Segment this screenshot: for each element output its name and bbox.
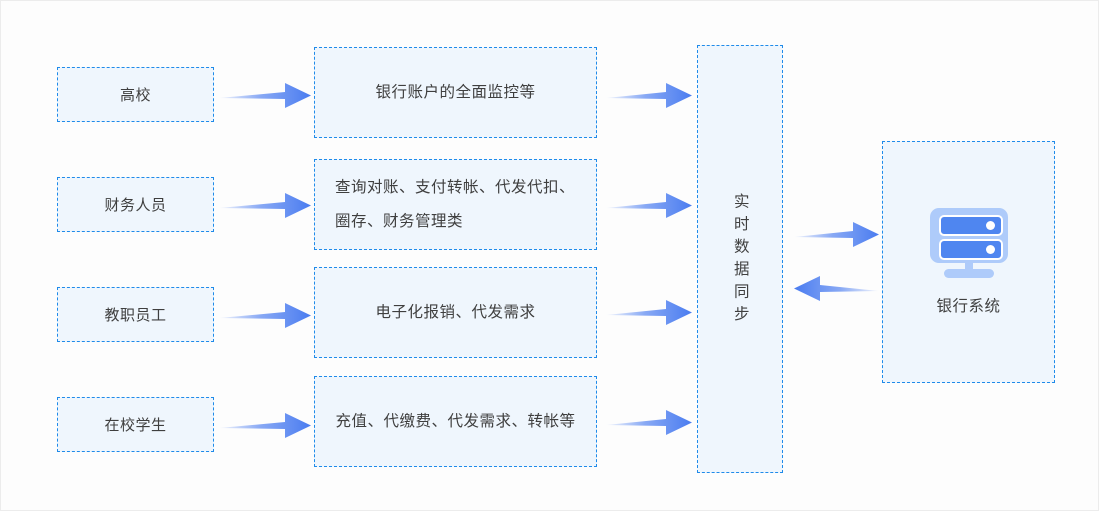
server-icon-bar-bottom	[938, 239, 1003, 260]
arrow-sync-to-bank	[794, 220, 879, 249]
service-box-3[interactable]: 电子化报销、代发需求	[314, 267, 597, 358]
server-icon	[929, 208, 1008, 278]
actor-label-1: 高校	[119, 87, 151, 104]
arrow-actor-2-to-service-2	[219, 191, 311, 220]
server-icon-led-bottom	[985, 245, 995, 254]
bank-box[interactable]: 银行系统	[882, 141, 1055, 383]
server-icon-stand-base	[943, 269, 994, 278]
service-label-2-line-2: 圈存、财务管理类	[335, 212, 464, 230]
service-label-4: 充值、代缴费、代发需求、转帐等	[335, 412, 576, 430]
actor-label-3: 教职员工	[104, 307, 167, 324]
actor-box-2[interactable]: 财务人员	[57, 177, 214, 232]
arrow-service-3-to-sync	[606, 298, 692, 327]
arrow-actor-3-to-service-3	[219, 301, 311, 330]
arrow-service-2-to-sync	[606, 191, 692, 220]
server-icon-stand-neck	[964, 261, 973, 271]
bank-label: 银行系统	[936, 298, 1001, 315]
arrow-actor-1-to-service-1	[219, 81, 311, 110]
actor-label-4: 在校学生	[104, 417, 167, 434]
service-box-4[interactable]: 充值、代缴费、代发需求、转帐等	[314, 376, 597, 467]
actor-box-3[interactable]: 教职员工	[57, 287, 214, 342]
service-label-2: 查询对账、支付转帐、代发代扣、 圈存、财务管理类	[315, 171, 596, 239]
arrow-service-1-to-sync	[606, 81, 692, 110]
actor-box-1[interactable]: 高校	[57, 67, 214, 122]
service-label-2-line-1: 查询对账、支付转帐、代发代扣、	[335, 178, 576, 196]
server-icon-led-top	[985, 221, 995, 230]
sync-box[interactable]: 实时数据同步	[697, 45, 783, 473]
service-box-2[interactable]: 查询对账、支付转帐、代发代扣、 圈存、财务管理类	[314, 159, 597, 250]
arrow-service-4-to-sync	[606, 408, 692, 437]
service-label-1: 银行账户的全面监控等	[375, 83, 536, 101]
actor-label-2: 财务人员	[104, 197, 167, 214]
actor-box-4[interactable]: 在校学生	[57, 397, 214, 452]
arrow-actor-4-to-service-4	[219, 411, 311, 440]
arrow-bank-to-sync	[794, 274, 879, 303]
server-icon-bar-top	[938, 215, 1003, 236]
service-label-3: 电子化报销、代发需求	[375, 303, 536, 321]
service-box-1[interactable]: 银行账户的全面监控等	[314, 47, 597, 138]
sync-label: 实时数据同步	[731, 192, 749, 328]
